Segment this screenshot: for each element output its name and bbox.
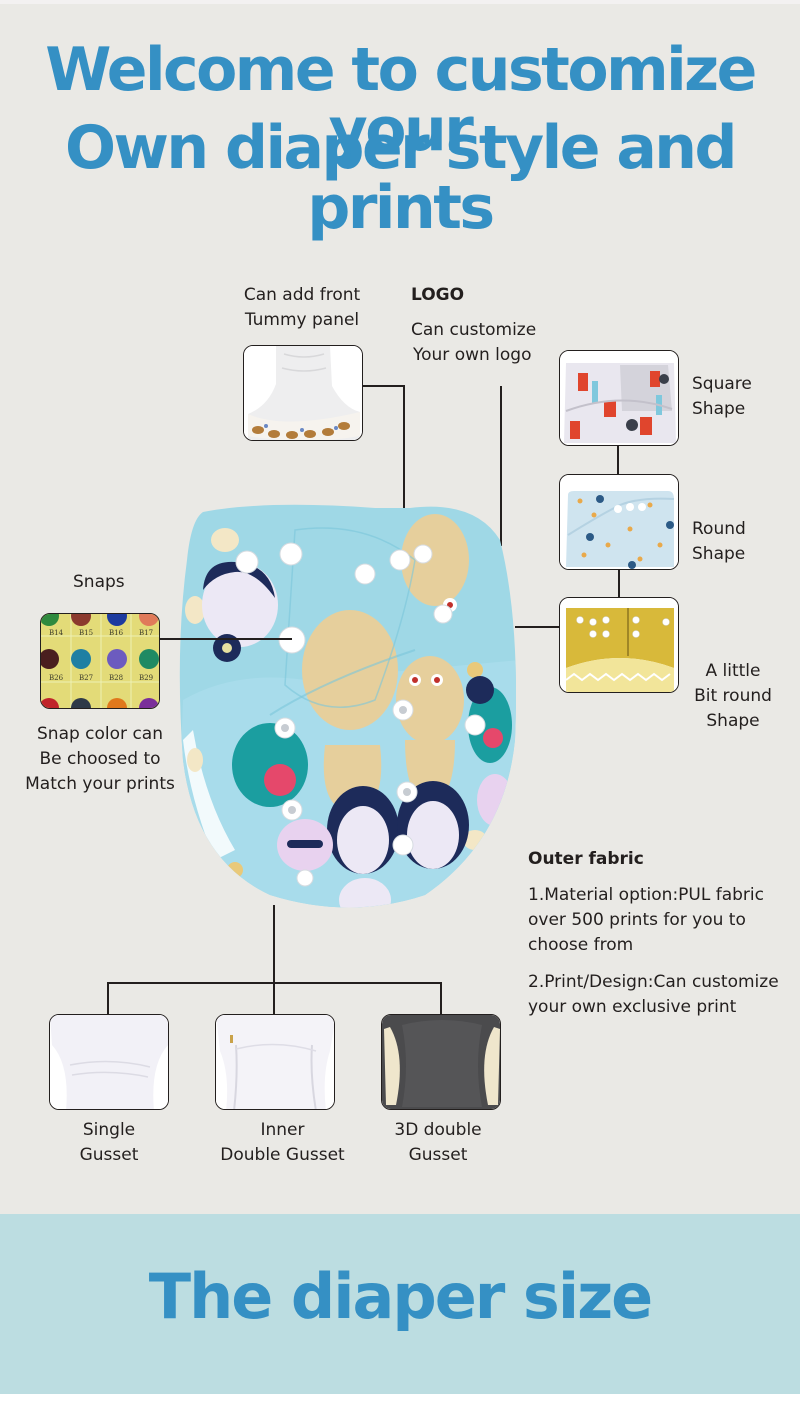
outer-fabric-title: Outer fabric xyxy=(528,849,644,869)
headline-line-2: Own diaper style and prints xyxy=(65,113,737,243)
outer-fabric-item-2: 2.Print/Design:Can customize your own ex… xyxy=(528,972,779,1017)
tummy-connector-v xyxy=(403,385,405,520)
logo-title: LOGO xyxy=(411,285,465,305)
round-shape-label: Round Shape xyxy=(692,519,746,564)
square-round-connector xyxy=(617,446,619,474)
snaps-description: Snap color can Be choosed to Match your … xyxy=(25,724,175,794)
3d-double-gusset-image xyxy=(381,1014,501,1110)
outer-fabric-item-1: 1.Material option:PUL fabric over 500 pr… xyxy=(528,885,764,955)
tummy-panel-image xyxy=(243,345,363,441)
inner-double-gusset-label: Inner Double Gusset xyxy=(220,1120,345,1165)
round-shape-image xyxy=(559,474,679,570)
bit-round-shape-illustration xyxy=(560,598,678,692)
bit-round-shape-image xyxy=(559,597,679,693)
gusset-connector-left xyxy=(107,982,109,1015)
tummy-panel-illustration xyxy=(244,346,362,440)
snaps-connector xyxy=(160,638,292,640)
headline-line-1: Welcome to customize your xyxy=(45,35,757,165)
snap-color-swatches xyxy=(41,614,159,708)
single-gusset-image xyxy=(49,1014,169,1110)
diaper-size-banner xyxy=(0,1214,800,1394)
3d-double-gusset-label: 3D double Gusset xyxy=(394,1120,482,1165)
hero-diaper-image xyxy=(175,500,520,912)
tummy-connector-h xyxy=(363,385,404,387)
square-shape-illustration xyxy=(560,351,678,445)
cat-print-diaper-illustration xyxy=(179,504,517,908)
single-gusset-illustration xyxy=(50,1015,168,1109)
diaper-size-title: The diaper size xyxy=(148,1260,653,1333)
gusset-connector-bar xyxy=(107,982,441,984)
shape-connector xyxy=(515,626,559,628)
inner-double-gusset-illustration xyxy=(216,1015,334,1109)
square-shape-image xyxy=(559,350,679,446)
round-shape-illustration xyxy=(560,475,678,569)
logo-connector xyxy=(500,386,502,546)
bit-round-shape-label: A little Bit round Shape xyxy=(694,661,772,731)
gusset-connector-right xyxy=(440,982,442,1015)
logo-label: Can customize Your own logo xyxy=(411,320,537,365)
round-bitround-connector xyxy=(618,570,620,597)
3d-double-gusset-illustration xyxy=(382,1015,500,1109)
gusset-connector-trunk xyxy=(273,905,275,1015)
square-shape-label: Square Shape xyxy=(692,374,752,419)
single-gusset-label: Single Gusset xyxy=(79,1120,139,1165)
snaps-title: Snaps xyxy=(73,572,125,592)
tummy-panel-label: Can add front Tummy panel xyxy=(243,285,361,330)
top-strip xyxy=(0,0,800,4)
inner-double-gusset-image xyxy=(215,1014,335,1110)
